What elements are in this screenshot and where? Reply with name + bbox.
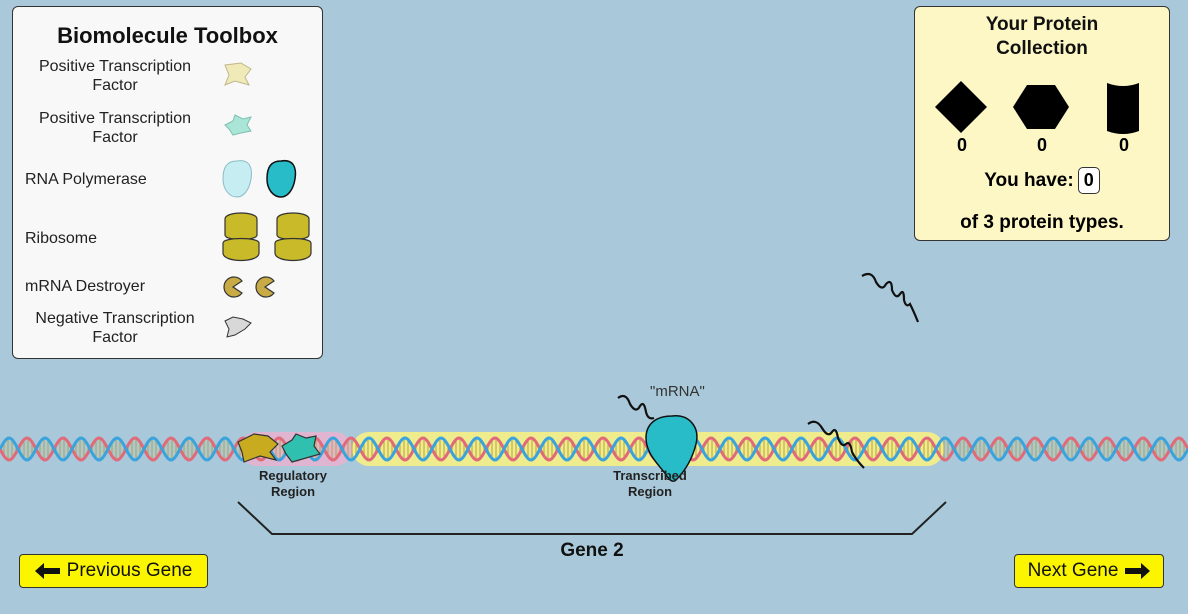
you-have-row: You have:0 xyxy=(915,167,1169,194)
cylinder-count: 0 xyxy=(1118,135,1129,155)
diamond-protein-icon xyxy=(935,81,987,133)
rna-polymerase-icon[interactable] xyxy=(219,157,309,201)
toolbox-item-rna-polymerase[interactable]: RNA Polymerase xyxy=(13,157,322,201)
biomolecule-toolbox: Biomolecule Toolbox Positive Transcripti… xyxy=(12,6,323,359)
protein-shapes xyxy=(935,81,1139,134)
positive-tf-yellow-icon[interactable] xyxy=(219,55,259,95)
you-have-label: You have: xyxy=(984,170,1074,191)
diamond-count: 0 xyxy=(956,135,967,155)
gene-bracket xyxy=(237,501,947,535)
arrow-right-icon xyxy=(1125,563,1151,579)
previous-gene-button[interactable]: Previous Gene xyxy=(19,554,208,588)
next-gene-label: Next Gene xyxy=(1027,560,1119,581)
toolbox-item-mrna-destroyer[interactable]: mRNA Destroyer xyxy=(13,273,322,317)
toolbox-item-label: RNA Polymerase xyxy=(25,171,147,188)
you-have-value: 0 xyxy=(1077,167,1100,194)
arrow-left-icon xyxy=(34,563,60,579)
positive-tf-teal-icon[interactable] xyxy=(219,107,259,147)
protein-types-label: of 3 protein types. xyxy=(960,212,1124,233)
gene-label: Gene 2 xyxy=(560,540,624,561)
dna-strand-blue xyxy=(0,436,1188,462)
next-gene-button[interactable]: Next Gene xyxy=(1014,554,1164,588)
toolbox-item-ribosome[interactable]: Ribosome xyxy=(13,209,322,262)
mrna-destroyer-icon[interactable] xyxy=(219,273,279,303)
dna-helix xyxy=(0,436,1188,462)
positive-tf-yellow-bound[interactable] xyxy=(237,433,279,463)
previous-gene-label: Previous Gene xyxy=(66,560,193,581)
negative-tf-icon[interactable] xyxy=(219,307,259,347)
ribosome-icon[interactable] xyxy=(219,209,315,265)
mrna-strand-attached[interactable] xyxy=(617,394,655,420)
rna-polymerase-bound[interactable] xyxy=(645,415,698,483)
positive-tf-teal-bound[interactable] xyxy=(281,433,322,463)
toolbox-item-label: mRNA Destroyer xyxy=(25,278,146,295)
toolbox-item-label: Ribosome xyxy=(25,230,98,247)
cylinder-protein-icon xyxy=(1107,83,1139,134)
toolbox-title: Biomolecule Toolbox xyxy=(57,23,278,48)
hexagon-protein-icon xyxy=(1013,85,1069,129)
mrna-strand-right[interactable] xyxy=(807,420,865,469)
mrna-label: "mRNA" xyxy=(650,383,705,400)
hexagon-count: 0 xyxy=(1036,135,1047,155)
mrna-strand-free[interactable] xyxy=(861,272,920,323)
